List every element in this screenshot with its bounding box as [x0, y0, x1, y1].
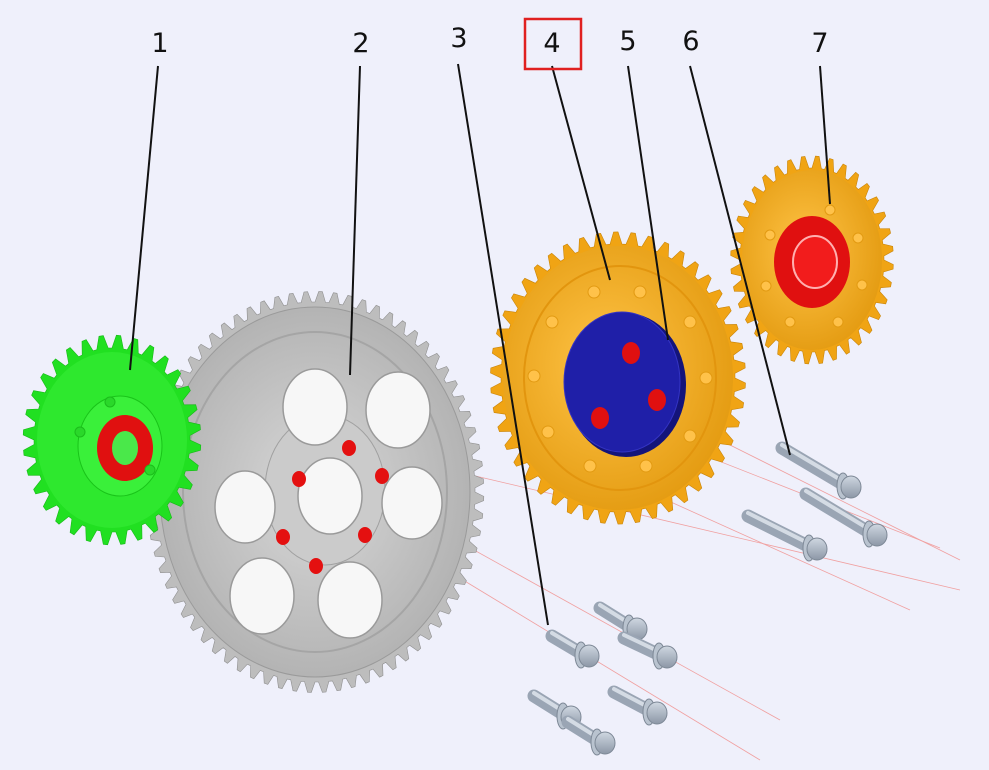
callout-label-3: 3	[450, 23, 467, 54]
leader-line-3	[457, 63, 549, 626]
gear-1-small-hole	[144, 464, 156, 476]
gear-1-small-hole	[74, 426, 86, 438]
gear-7-dimple	[852, 232, 864, 244]
callout-label-4: 4	[543, 28, 560, 59]
bolt	[545, 629, 600, 669]
gear-2-bolt-hole	[276, 529, 290, 545]
bolt-shaft	[799, 487, 879, 541]
axis-line	[419, 519, 781, 721]
bolt	[617, 631, 678, 670]
gear-2-bolt-hole	[292, 471, 306, 487]
gear-2-bolt-hole	[375, 468, 389, 484]
gear-2-bolt-hole	[342, 440, 356, 456]
bolt-head	[594, 731, 616, 755]
blue-plate-hole	[648, 389, 666, 411]
leader-line-2	[349, 65, 361, 376]
gear-7-dimple	[832, 316, 844, 328]
callout-label-1: 1	[151, 28, 168, 59]
callout-4-highlight-box	[523, 17, 583, 71]
bolt	[741, 509, 828, 562]
bolts-group	[527, 441, 888, 756]
blue-plate-face	[563, 311, 681, 453]
gear-4-dimple	[699, 371, 713, 385]
bolt-head	[578, 644, 600, 668]
gear-7-dimple	[824, 204, 836, 216]
gear-2-bolt-hole	[358, 527, 372, 543]
bolt-shaft	[741, 509, 819, 555]
leader-line-7	[819, 65, 831, 205]
axis-line	[699, 429, 961, 561]
gear-4-dimple	[639, 459, 653, 473]
gear-1-small-hole	[104, 396, 116, 408]
gear-4-dimple	[587, 285, 601, 299]
gear-2-lightening-hole	[381, 466, 443, 540]
leader-line-5	[627, 65, 669, 341]
axis-line	[449, 469, 961, 591]
gear-4-dimple	[583, 459, 597, 473]
bolt	[607, 685, 668, 726]
bolt-highlight	[746, 511, 814, 547]
gear-1-small-green	[22, 334, 202, 546]
callout-label-5: 5	[619, 26, 636, 57]
gear-7-dimple	[856, 279, 868, 291]
gear-7-dimple	[764, 229, 776, 241]
gear-2-large-grey	[145, 291, 485, 693]
bolt-highlight	[780, 443, 848, 485]
part-5-blue-plate	[563, 311, 686, 457]
bolt-head	[840, 475, 862, 499]
gear-2-rim	[182, 331, 448, 653]
gear-2-lightening-hole	[282, 368, 348, 446]
blue-plate-hole	[622, 342, 640, 364]
bolt-highlight	[804, 489, 874, 533]
leader-line-6	[689, 65, 791, 456]
gear-2-center-bore	[297, 457, 363, 535]
bolt-head	[806, 537, 828, 561]
gear-7-dimple	[784, 316, 796, 328]
callout-label-7: 7	[811, 28, 828, 59]
gear-2-lightening-hole	[229, 557, 295, 635]
gear-4-dimple	[541, 425, 555, 439]
bolt-shaft	[775, 441, 853, 493]
gear-7-bore	[792, 235, 838, 289]
leader-line-1	[129, 65, 159, 371]
gear-2-lightening-hole	[365, 371, 431, 449]
blue-plate-hole	[591, 407, 609, 429]
leader-line-4	[551, 65, 611, 281]
callout-label-2: 2	[352, 28, 369, 59]
bolt-head	[656, 645, 678, 669]
callout-label-6: 6	[682, 26, 699, 57]
bolt	[561, 715, 616, 756]
bolt	[775, 441, 862, 500]
bolt-head	[646, 701, 668, 725]
gear-2-lightening-hole	[317, 561, 383, 639]
gear-1-bore	[112, 431, 138, 465]
gear-7-dimple	[760, 280, 772, 292]
gear-4-dimple	[527, 369, 541, 383]
gear-4-dimple	[683, 429, 697, 443]
gear-4-dimple	[545, 315, 559, 329]
gear-7-orange-small	[730, 155, 894, 365]
gear-2-lightening-hole	[214, 470, 276, 544]
bolt	[799, 487, 888, 548]
gear-4-dimple	[633, 285, 647, 299]
gear-2-bolt-hole	[309, 558, 323, 574]
gear-4-rim	[523, 265, 717, 491]
gear-4-dimple	[683, 315, 697, 329]
bolt-head	[866, 523, 888, 547]
